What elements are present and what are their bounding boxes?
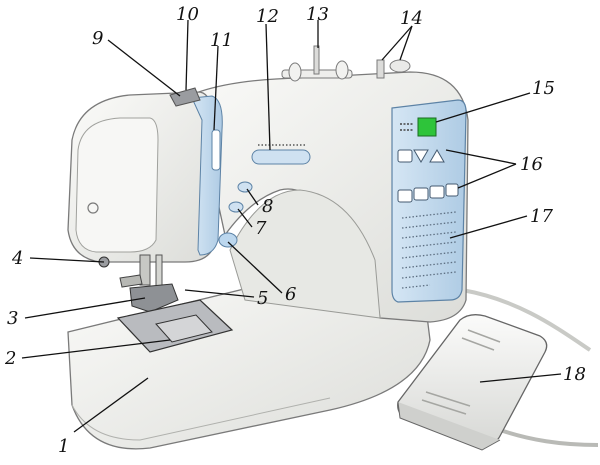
callout-7: 7 <box>255 218 267 239</box>
callout-15: 15 <box>532 78 555 99</box>
presser-bar <box>139 254 151 286</box>
reverse-button <box>228 201 244 213</box>
arm-recess <box>229 189 381 319</box>
panel-button-1 <box>397 189 413 203</box>
presser-foot <box>129 283 179 313</box>
stitch-slider <box>251 149 311 165</box>
needle-position-button <box>237 181 253 193</box>
callout-5: 5 <box>257 288 268 309</box>
panel-button-up-triangle <box>429 149 445 163</box>
callout-1: 1 <box>58 436 69 457</box>
spool-cap-right <box>335 60 349 80</box>
callout-2: 2 <box>4 348 16 369</box>
callout-18: 18 <box>563 364 586 385</box>
take-up-lever-slot <box>211 129 221 171</box>
base-front-edge <box>71 397 331 441</box>
callout-8: 8 <box>262 196 273 217</box>
callout-16: 16 <box>520 154 543 175</box>
spool-pin <box>313 45 320 75</box>
bobbin-winder-spindle <box>376 59 385 79</box>
callout-6: 6 <box>285 284 296 305</box>
panel-button-down-triangle <box>413 149 429 163</box>
callout-4: 4 <box>11 248 23 269</box>
bobbin-winder-stopper <box>389 59 411 73</box>
callout-9: 9 <box>92 28 103 49</box>
head-face-plate <box>75 117 159 253</box>
thread-cutter <box>119 274 143 288</box>
start-stop-button <box>218 232 238 248</box>
panel-button-3 <box>429 185 445 199</box>
panel-button-4 <box>445 183 459 197</box>
callout-17: 17 <box>530 206 553 227</box>
foot-pedal-side <box>397 401 501 451</box>
callout-14: 14 <box>400 8 423 29</box>
face-plate-screw <box>87 202 99 214</box>
spool-cap <box>288 62 302 82</box>
foot-pedal-grip-lines <box>421 329 501 415</box>
stitch-chart <box>401 211 457 289</box>
panel-button-square <box>397 149 413 163</box>
callout-10: 10 <box>176 4 199 25</box>
callout-11: 11 <box>210 30 233 51</box>
power-cord <box>461 288 592 352</box>
lcd-display <box>417 117 437 137</box>
bobbin-cover <box>155 314 213 343</box>
callout-12: 12 <box>256 6 279 27</box>
callout-3: 3 <box>7 308 18 329</box>
pedal-cord <box>499 428 599 447</box>
panel-button-2 <box>413 187 429 201</box>
upper-thread-guide <box>169 87 201 107</box>
callout-13: 13 <box>306 4 329 25</box>
leader-lines <box>21 19 562 433</box>
